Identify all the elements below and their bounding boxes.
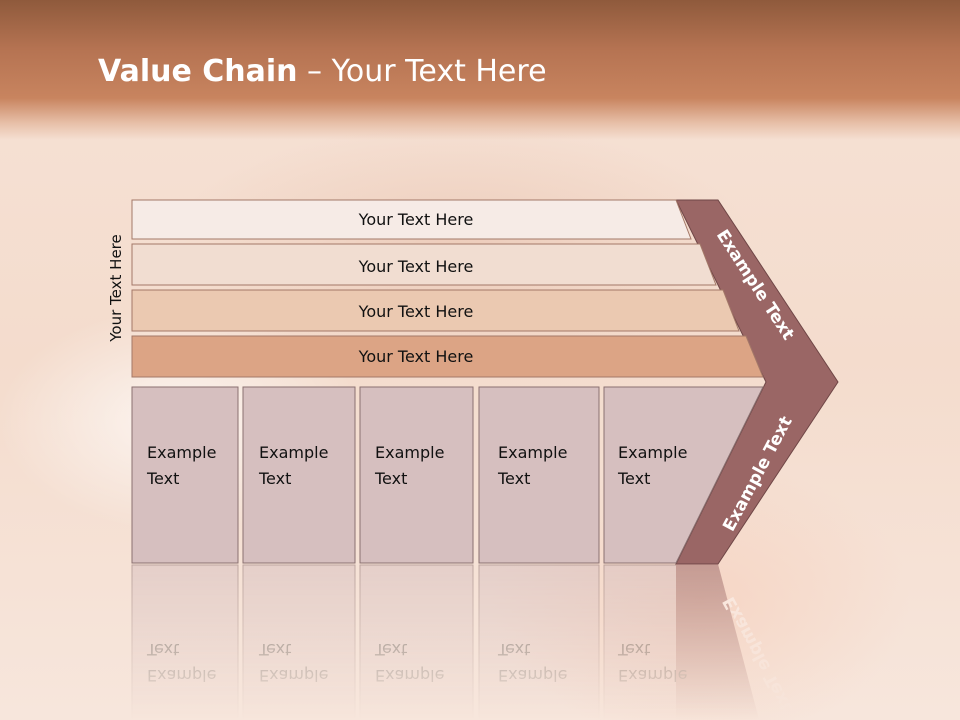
- box-1-line1: Example: [147, 443, 216, 462]
- box-3-line2: Text: [374, 469, 407, 488]
- box-2-line2: Text: [258, 469, 291, 488]
- box-5: [603, 386, 764, 564]
- box-3-label: Example Text: [374, 443, 450, 488]
- box-1-label: Example Text: [146, 443, 222, 488]
- diagram-reflection: Example Text Example Text Example Text Exam…: [131, 564, 797, 720]
- reflection-box-3-line2: Text: [374, 640, 407, 659]
- reflection-box-1-label: Example Text: [146, 640, 216, 685]
- title-banner: [0, 0, 960, 140]
- box-2-label: Example Text: [258, 443, 334, 488]
- box-5-line2: Text: [617, 469, 650, 488]
- box-4-line1: Example: [498, 443, 567, 462]
- title-bold: Value Chain: [98, 54, 298, 89]
- bar-3-shape: [131, 289, 740, 332]
- reflection-box-4-label: Example Text: [497, 640, 567, 685]
- reflection-box-5-label: Example Text: [617, 640, 687, 685]
- reflection-box-2-line1: Example: [259, 666, 328, 685]
- box-3: [359, 386, 474, 564]
- bar-2-label: Your Text Here: [358, 257, 474, 276]
- box-2: [242, 386, 356, 564]
- bar-1-label: Your Text Here: [358, 210, 474, 229]
- reflection-box-5-line2: Text: [617, 640, 650, 659]
- box-3-line1: Example: [375, 443, 444, 462]
- reflection-box-4: [478, 564, 600, 720]
- reflection-box-1: [131, 564, 239, 720]
- reflection-box-2: [242, 564, 356, 720]
- reflection-box-2-label: Example Text: [258, 640, 328, 685]
- box-4-label: Example Text: [497, 443, 573, 488]
- reflection-box-3-line1: Example: [375, 666, 444, 685]
- bar-1-shape: [131, 199, 692, 240]
- reflection-box-3-label: Example Text: [374, 640, 444, 685]
- title-rest: – Your Text Here: [297, 54, 547, 89]
- reflection-box-2-line2: Text: [258, 640, 291, 659]
- reflection-box-1-line2: Text: [146, 640, 179, 659]
- box-4: [478, 386, 600, 564]
- slide-title: Value Chain – Your Text Here: [98, 54, 547, 89]
- box-1: [131, 386, 239, 564]
- bar-4-label: Your Text Here: [358, 347, 474, 366]
- bar-3-label: Your Text Here: [358, 302, 474, 321]
- bar-4-shape: [131, 335, 764, 378]
- reflection-box-5-line1: Example: [618, 666, 687, 685]
- reflection-chevron: [676, 564, 760, 720]
- reflection-box-3: [359, 564, 474, 720]
- reflection-box-4-line1: Example: [498, 666, 567, 685]
- box-5-label: Example Text: [617, 443, 693, 488]
- bar-2-shape: [131, 243, 717, 286]
- box-1-line2: Text: [146, 469, 179, 488]
- box-4-line2: Text: [497, 469, 530, 488]
- reflection-box-4-line2: Text: [497, 640, 530, 659]
- box-5-line1: Example: [618, 443, 687, 462]
- box-2-line1: Example: [259, 443, 328, 462]
- reflection-box-1-line1: Example: [147, 666, 216, 685]
